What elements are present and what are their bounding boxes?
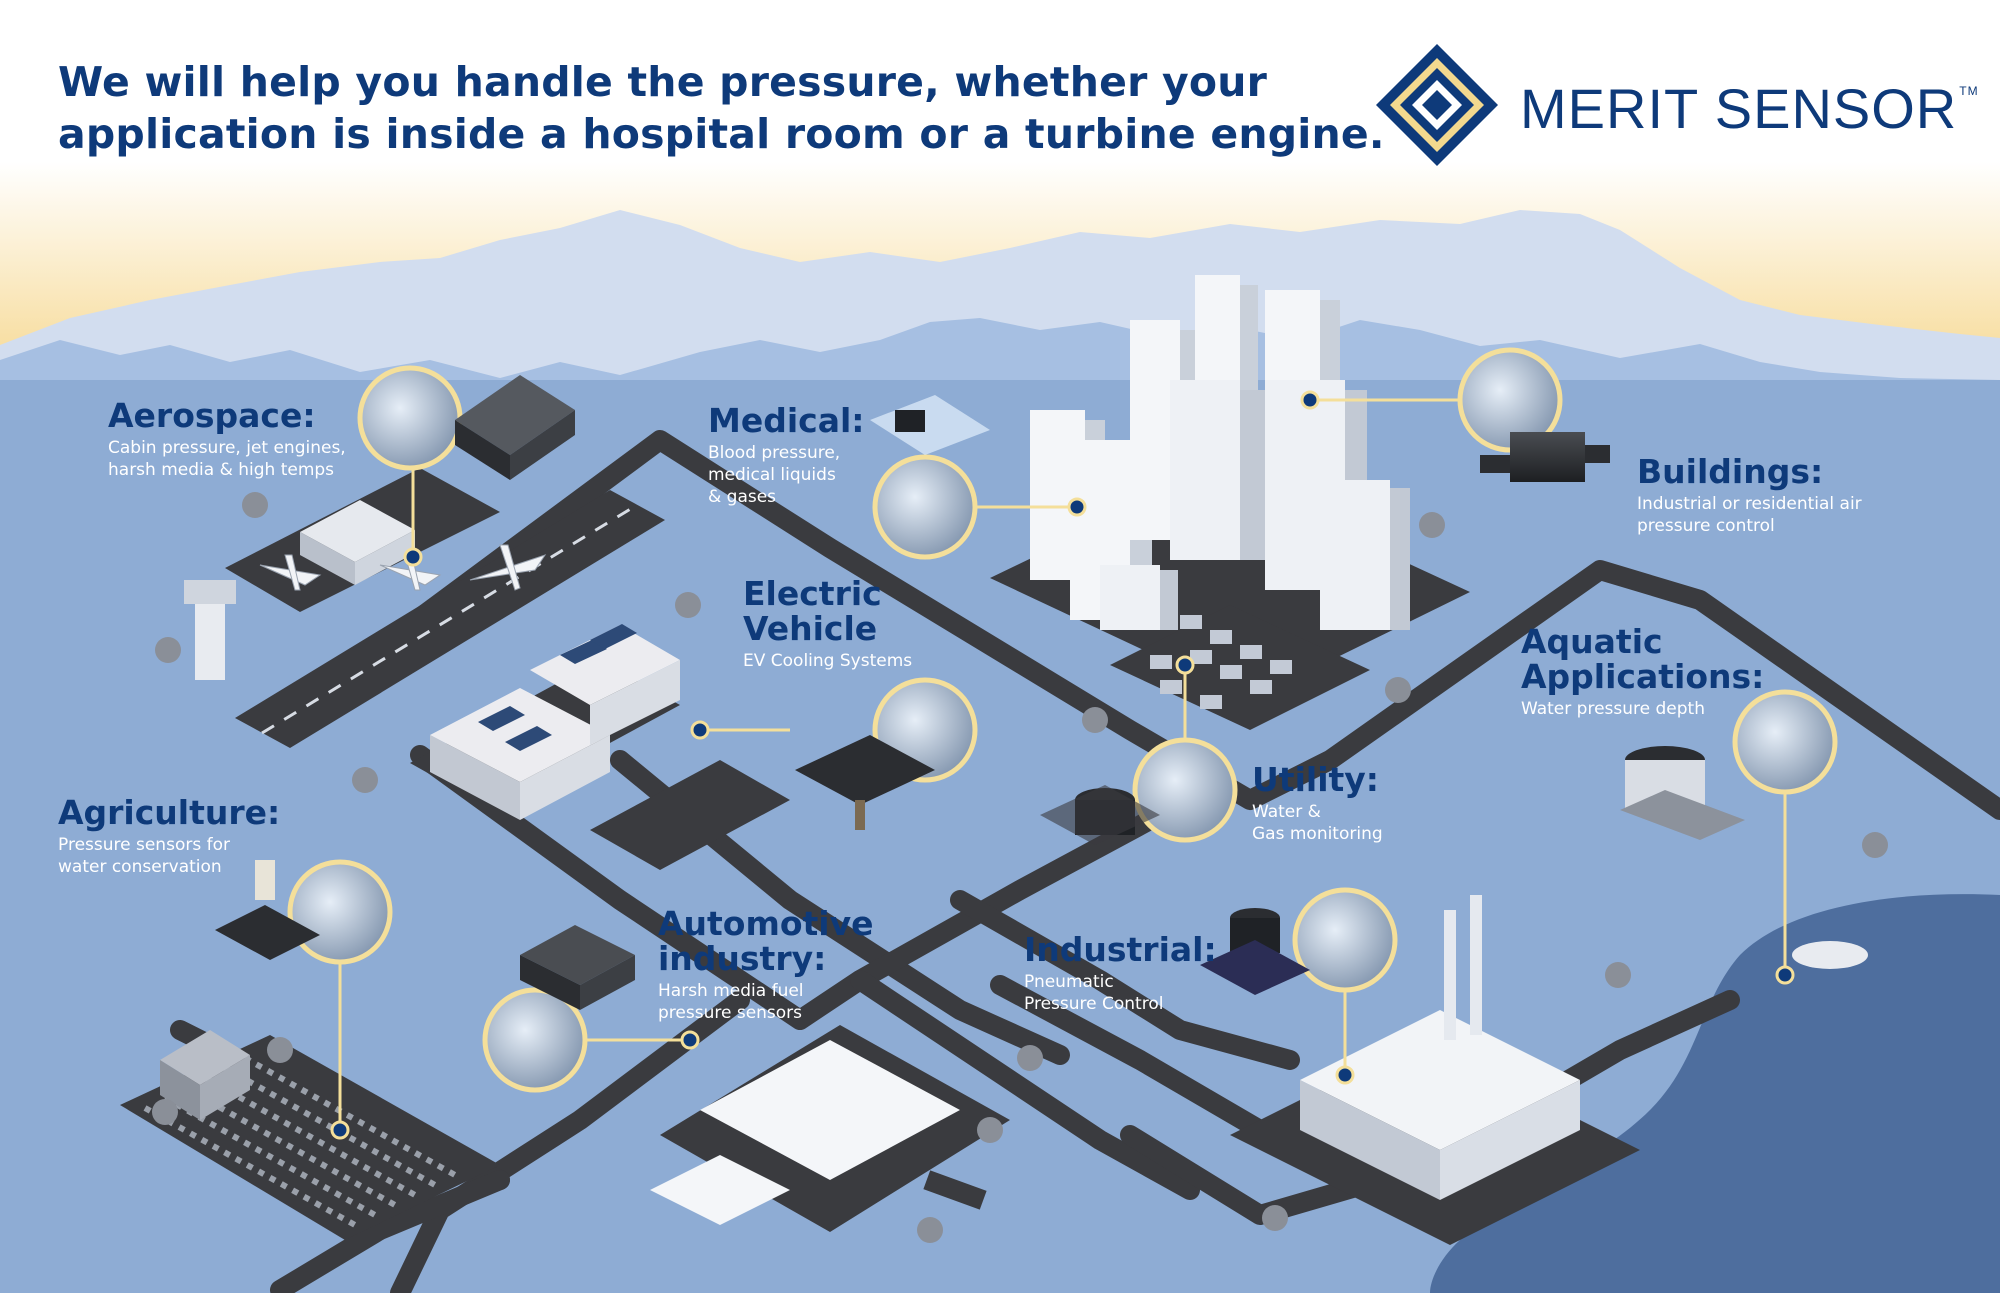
callout-lines — [338, 398, 1787, 1130]
trademark-mark: TM — [1959, 84, 1979, 98]
robot-arm-photo-icon — [1292, 887, 1398, 993]
headline-line-1: We will help you handle the pressure, wh… — [58, 58, 1268, 106]
aquatic-title-line-2: Applications: — [1521, 657, 1765, 696]
headline-line-2: application is inside a hospital room or… — [58, 110, 1385, 158]
aerospace-line-1: Cabin pressure, jet engines, — [108, 438, 346, 458]
medical-label: Medical: Blood pressure,medical liquids&… — [708, 403, 865, 508]
utility-description: Water &Gas monitoring — [1252, 801, 1383, 845]
automotive-line-1: Harsh media fuel — [658, 981, 804, 1001]
agriculture-sensor-icon — [215, 860, 320, 960]
boat — [1792, 941, 1868, 969]
industrial-line-2: Pressure Control — [1024, 994, 1164, 1014]
hospital-towers — [1030, 275, 1410, 630]
automotive-line-2: pressure sensors — [658, 1003, 803, 1023]
ev-title-line-2: Vehicle — [743, 609, 878, 648]
sensor-products — [215, 375, 1745, 1010]
buildings-line-1: Industrial or residential air — [1637, 494, 1862, 514]
irrigation-photo-icon — [287, 859, 393, 965]
agriculture-line-1: Pressure sensors for — [58, 835, 230, 855]
fuel-sensor-photo-icon — [482, 987, 588, 1093]
aerospace-line-2: harsh media & high temps — [108, 460, 335, 480]
ev-title-line-1: Electric — [743, 574, 882, 613]
dive-watch-photo-icon — [1732, 689, 1838, 795]
ev-lot-parking — [590, 760, 790, 870]
utility-label: Utility: Water &Gas monitoring — [1252, 762, 1383, 845]
ev-sensor-icon — [795, 735, 935, 830]
jet-engine-photo-icon — [357, 365, 463, 471]
headline: We will help you handle the pressure, wh… — [58, 56, 1385, 160]
buildings-title: Buildings: — [1637, 452, 1824, 491]
medical-sensor-icon — [870, 395, 990, 455]
buildings-line-2: pressure control — [1637, 516, 1775, 536]
automotive-title-line-1: Automotive — [658, 904, 874, 943]
utility-sensor-icon — [1040, 785, 1160, 845]
trees — [152, 492, 1888, 1243]
medical-line-1: Blood pressure, — [708, 443, 841, 463]
industrial-line-1: Pneumatic — [1024, 972, 1114, 992]
utility-line-2: Gas monitoring — [1252, 824, 1383, 844]
callout-dots — [330, 390, 1795, 1140]
aerospace-label: Aerospace: Cabin pressure, jet engines,h… — [108, 398, 346, 481]
utility-line-1: Water & — [1252, 802, 1321, 822]
buildings-label: Buildings: Industrial or residential air… — [1637, 454, 1862, 537]
aerospace-sensor-icon — [455, 375, 575, 480]
industrial-title: Industrial: — [1024, 930, 1217, 969]
aquatic-line-1: Water pressure depth — [1521, 699, 1705, 719]
gas-meter-photo-icon — [1132, 737, 1238, 843]
automotive-sensor-icon — [520, 925, 635, 1010]
aquatic-title-line-1: Aquatic — [1521, 622, 1663, 661]
utility-title: Utility: — [1252, 760, 1379, 799]
ev-description: EV Cooling Systems — [743, 650, 912, 672]
medical-description: Blood pressure,medical liquids& gases — [708, 442, 865, 508]
buildings-sensor-icon — [1480, 432, 1610, 482]
agriculture-line-2: water conservation — [58, 857, 222, 877]
aquatic-sensor-icon — [1620, 746, 1745, 840]
logo-wordmark-text: MERIT SENSOR — [1520, 77, 1958, 140]
diamond-knot-logo-icon — [1376, 44, 1498, 166]
aerospace-title: Aerospace: — [108, 396, 316, 435]
road-network — [170, 430, 2000, 1293]
aerospace-description: Cabin pressure, jet engines,harsh media … — [108, 437, 346, 481]
industrial-sensor-icon — [1200, 908, 1310, 995]
medical-line-3: & gases — [708, 487, 777, 507]
lake — [1430, 894, 2000, 1293]
medical-line-2: medical liquids — [708, 465, 836, 485]
medical-photo-icon — [872, 454, 978, 560]
aquatic-description: Water pressure depth — [1521, 698, 1764, 720]
agriculture-title: Agriculture: — [58, 793, 281, 832]
ev-line-1: EV Cooling Systems — [743, 651, 913, 671]
automotive-title-line-2: industry: — [658, 939, 827, 978]
medical-title: Medical: — [708, 401, 865, 440]
